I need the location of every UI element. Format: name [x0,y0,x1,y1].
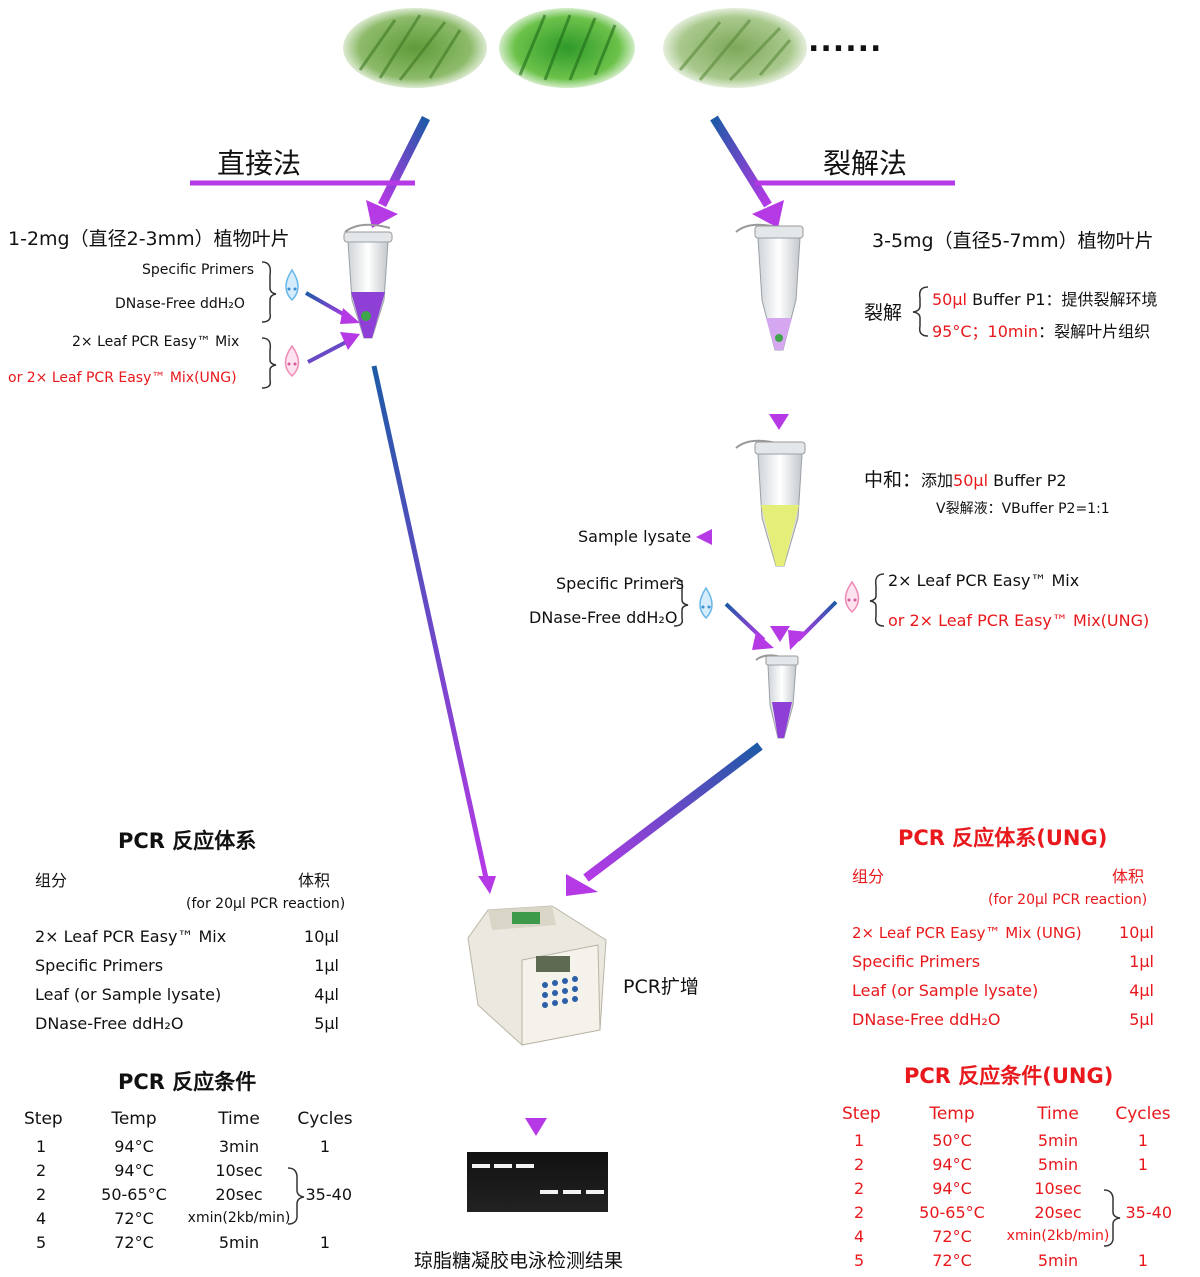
right-reaction-table: 2× Leaf PCR Easy™ Mix (UNG)10μl Specific… [852,918,1154,1034]
mix-drop-icon-right [844,580,860,614]
water-drop-icon-right [699,586,713,620]
pcr-machine-image [467,905,607,1046]
gel-result-label: 琼脂糖凝胶电泳检测结果 [414,1250,624,1272]
arrow-reagent-into-left-tube [305,291,360,324]
arrow-to-sample-lysate [696,529,770,545]
left-cycle-brace [287,1167,305,1225]
lysis-label: 裂解 [864,302,903,324]
grass-photo-1 [343,8,487,88]
mix-drop-icon-left [284,344,300,378]
arrow-to-direct-method [366,115,431,228]
left-sample-label: 1-2mg（直径2-3mm）植物叶片 [8,228,290,250]
arrow-pcr-to-gel [525,1058,547,1136]
right-cycle-brace [1103,1189,1121,1247]
arrow-left-to-pcr [371,365,496,894]
left-reaction-title: PCR 反应体系 [118,829,257,853]
left-mix-ung: or 2× Leaf PCR Easy™ Mix(UNG) [8,370,237,386]
pcr-amplify-label: PCR扩增 [623,976,699,998]
right-tube-pcr [755,654,799,739]
more-photos-ellipsis: ...... [808,24,883,59]
right-col-component: 组分 [852,867,885,886]
arrow-reagent-into-right-tube [724,602,774,650]
left-col-component: 组分 [35,871,68,890]
right-tube-neutral [735,439,806,567]
neutralize-step: 中和：添加50μl Buffer P2 [864,469,1067,491]
volume-ratio: V裂解液：VBuffer P2=1:1 [936,501,1110,517]
arrow-neutral-to-pcr-tube [770,573,790,642]
arrow-to-lysis-method [710,115,784,228]
left-reagent-brace [261,261,277,323]
lysis-step-2: 95°C；10min：裂解叶片组织 [932,322,1151,341]
arrow-mix-into-left-tube [307,332,360,364]
right-col-volume: 体积 [1112,867,1145,886]
table-row: 2× Leaf PCR Easy™ Mix (UNG)10μl [852,923,1154,942]
right-mix: 2× Leaf PCR Easy™ Mix [888,571,1080,590]
table-row: Leaf (or Sample lysate)4μl [852,981,1154,1000]
right-tube-lysis [735,223,804,351]
arrow-lysis-to-neutral [769,356,789,430]
left-ddh2o: DNase-Free ddH₂O [115,296,245,312]
grass-photo-2 [499,8,635,88]
water-drop-icon-left [285,268,299,302]
right-mix-ung: or 2× Leaf PCR Easy™ Mix(UNG) [888,611,1150,630]
right-reagent-brace [673,577,689,627]
right-sample-label: 3-5mg（直径5-7mm）植物叶片 [872,230,1154,252]
left-specific-primers: Specific Primers [142,262,255,278]
left-tube [343,223,393,339]
arrow-mix-into-right-tube [788,600,838,650]
table-row: Leaf (or Sample lysate)4μl [35,985,339,1004]
right-conditions-title: PCR 反应条件(UNG) [904,1064,1114,1088]
lysis-step-1: 50μl Buffer P1：提供裂解环境 [932,290,1158,309]
right-reaction-title: PCR 反应体系(UNG) [898,826,1108,850]
grass-photo-3 [663,8,807,88]
direct-method-title: 直接法 [217,147,302,180]
gel-image [467,1152,608,1212]
lysis-method-title: 裂解法 [823,147,908,180]
right-ddh2o: DNase-Free ddH₂O [529,608,678,627]
right-mix-brace [869,573,885,627]
left-reaction-note: (for 20μl PCR reaction) [186,896,346,912]
right-reaction-note: (for 20μl PCR reaction) [988,892,1148,908]
arrow-right-to-pcr [566,742,763,896]
table-header: Step Temp Time Cycles [24,1109,353,1129]
left-mix: 2× Leaf PCR Easy™ Mix [72,334,240,350]
left-mix-brace [261,337,277,389]
left-col-volume: 体积 [298,871,331,890]
table-header: Step Temp Time Cycles [842,1104,1171,1124]
right-specific-primers: Specific Primers [556,574,685,593]
left-conditions-title: PCR 反应条件 [118,1070,257,1094]
lysis-brace [912,286,929,337]
sample-lysate-label: Sample lysate [578,527,692,546]
